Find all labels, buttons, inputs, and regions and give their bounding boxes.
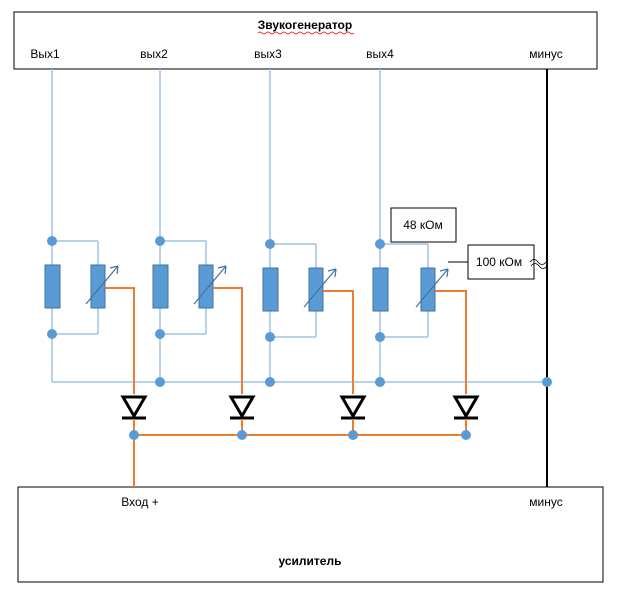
bus-junction xyxy=(237,430,247,440)
spellcheck-underline xyxy=(257,31,355,35)
sound-generator-title: Звукогенератор xyxy=(258,18,352,32)
output-label-4: вых4 xyxy=(366,47,394,61)
potentiometer-arrow xyxy=(303,268,337,308)
potentiometer-arrow xyxy=(415,268,449,308)
fixed-resistor xyxy=(44,264,61,309)
wiper-wire xyxy=(435,290,467,394)
sound-generator-box xyxy=(13,11,598,70)
common-junction xyxy=(155,377,165,387)
potentiometer xyxy=(308,267,324,312)
output-label-1: Вых1 xyxy=(30,47,60,61)
common-junction xyxy=(375,377,385,387)
fixed-resistor xyxy=(262,267,279,312)
potentiometer-arrow xyxy=(193,265,227,305)
common-junction xyxy=(265,377,275,387)
output-label-3: вых3 xyxy=(254,47,282,61)
fixed-resistor xyxy=(152,264,169,309)
junction-dot xyxy=(265,239,275,249)
bus-junction xyxy=(129,430,139,440)
wiper-wire xyxy=(213,287,243,394)
wire-break-mark xyxy=(529,259,548,269)
amplifier-minus-label: минус xyxy=(529,495,562,509)
potentiometer xyxy=(198,264,214,309)
potentiometer-arrow-head xyxy=(217,265,227,275)
potentiometer-value-label: 100 кОм xyxy=(476,255,522,269)
channel-2 xyxy=(152,69,256,440)
channel-1 xyxy=(44,69,148,440)
wiper-wire xyxy=(323,290,354,394)
channel-3 xyxy=(262,69,367,440)
generator-minus-label: минус xyxy=(529,47,562,61)
potentiometer xyxy=(420,267,436,312)
junction-dot xyxy=(47,236,57,246)
amplifier-input-label: Вход + xyxy=(121,495,159,509)
junction-dot xyxy=(265,332,275,342)
diode xyxy=(339,395,367,419)
fixed-resistor xyxy=(372,267,389,312)
potentiometer xyxy=(90,264,106,309)
potentiometer-value-callout xyxy=(467,244,535,280)
resistor-value-callout xyxy=(390,207,457,243)
diode xyxy=(120,395,148,419)
ground-junction xyxy=(542,377,552,387)
resistor-value-label: 48 кОм xyxy=(403,218,443,232)
amplifier-title: усилитель xyxy=(279,554,342,568)
bus-junction xyxy=(461,430,471,440)
junction-dot xyxy=(155,329,165,339)
potentiometer-arrow-head xyxy=(327,268,337,278)
potentiometer-arrow-head xyxy=(109,265,119,275)
potentiometer-arrow xyxy=(85,265,119,305)
bus-junction xyxy=(348,430,358,440)
junction-dot xyxy=(155,236,165,246)
channel-4 xyxy=(372,69,480,440)
output-label-2: вых2 xyxy=(140,47,168,61)
junction-dot xyxy=(375,332,385,342)
wiper-wire xyxy=(105,287,135,394)
junction-dot xyxy=(47,329,57,339)
diode xyxy=(452,395,480,419)
amplifier-box xyxy=(17,486,604,583)
junction-dot xyxy=(375,239,385,249)
potentiometer-arrow-head xyxy=(439,268,449,278)
diode xyxy=(228,395,256,419)
